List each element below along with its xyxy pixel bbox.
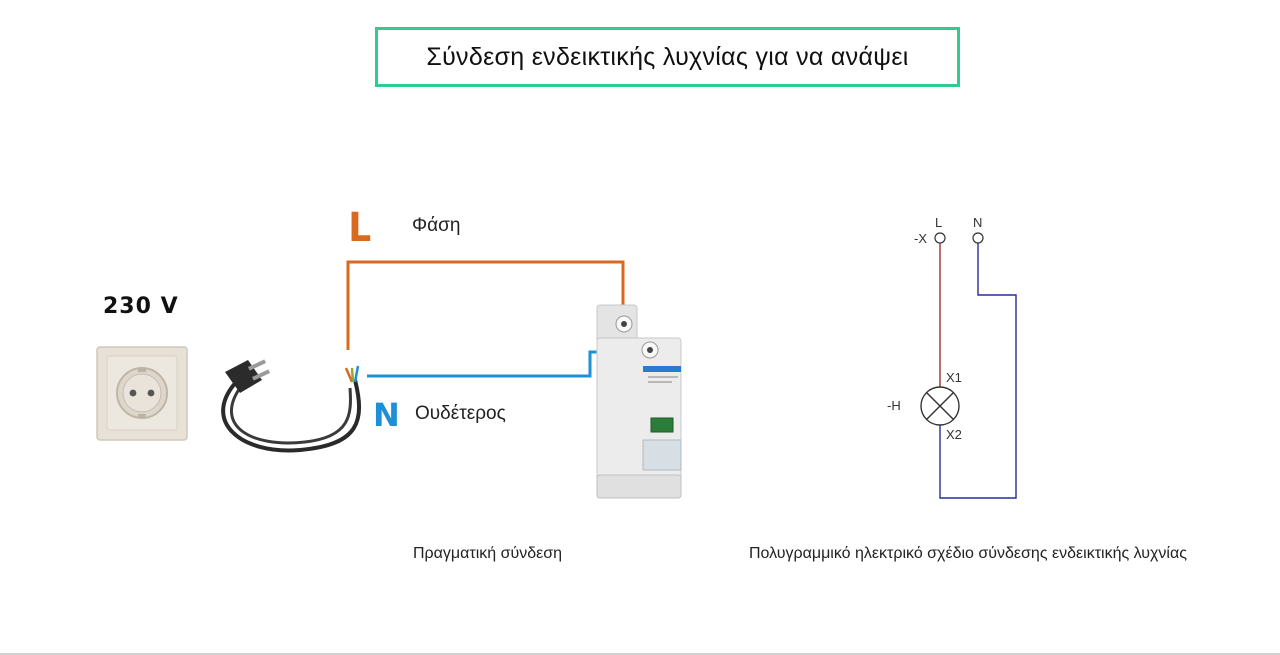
schematic-terminal-n: N — [973, 215, 982, 230]
phase-label: Φάση — [412, 215, 461, 236]
indicator-lamp-module-image — [596, 304, 682, 499]
diagram-title: Σύνδεση ενδεικτικής λυχνίας για να ανάψε… — [375, 27, 960, 87]
caption-schematic: Πολυγραμμικό ηλεκτρικό σχέδιο σύνδεσης ε… — [749, 545, 1187, 562]
voltage-label: 230 V — [103, 294, 179, 319]
neutral-letter: N — [373, 396, 400, 434]
wall-socket-image — [96, 346, 188, 441]
caption-real-connection: Πραγματική σύνδεση — [413, 545, 563, 562]
schematic-diagram: L N -X -H X1 X2 — [887, 215, 1017, 499]
power-plug-cable-image — [221, 359, 362, 453]
schematic-lamp-terminal-x2: X2 — [946, 427, 962, 442]
schematic-lamp-terminal-x1: X1 — [946, 370, 962, 385]
schematic-terminal-designation: -X — [914, 231, 927, 246]
neutral-label: Ουδέτερος — [415, 403, 506, 424]
schematic-terminal-l: L — [935, 215, 942, 230]
bottom-divider — [0, 653, 1280, 655]
schematic-lamp-designation: -H — [887, 398, 901, 413]
phase-letter: L — [348, 205, 372, 251]
phase-wire — [346, 260, 625, 350]
